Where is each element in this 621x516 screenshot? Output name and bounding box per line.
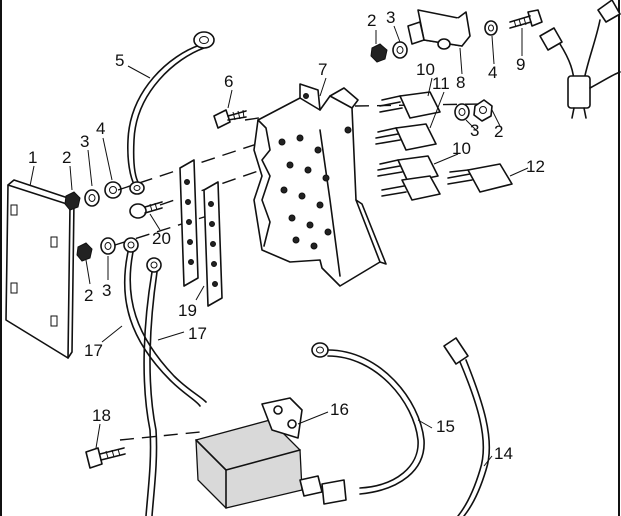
callout-3: 3 — [386, 8, 395, 27]
diode-block-11 — [375, 123, 437, 151]
callout-4: 4 — [96, 119, 105, 138]
regulator-16 — [195, 397, 323, 509]
wire-harness — [539, 0, 621, 119]
callout-3: 3 — [102, 281, 111, 300]
left-hardware-lower — [76, 237, 116, 262]
callout-14: 14 — [494, 444, 513, 463]
callout-2: 2 — [367, 11, 376, 30]
mounting-bracket-7 — [253, 83, 387, 287]
callout-12: 12 — [526, 157, 545, 176]
callout-16: 16 — [330, 400, 349, 419]
relay-8 — [407, 9, 471, 50]
callout-6: 6 — [224, 72, 233, 91]
diode-block-10-upper — [379, 91, 441, 119]
cable-5 — [127, 31, 215, 195]
assembly-line-1 — [117, 132, 291, 191]
right-hardware — [454, 99, 493, 122]
screw-6 — [213, 109, 247, 129]
diode-block-12 — [447, 163, 513, 193]
callout-labels: 1 2 3 4 5 6 7 2 3 8 4 9 10 11 3 2 10 12 … — [28, 8, 545, 463]
callout-17: 17 — [84, 341, 103, 360]
leader-lines — [29, 25, 529, 467]
top-hardware — [370, 20, 498, 63]
callout-17: 17 — [188, 324, 207, 343]
callout-9: 9 — [516, 55, 525, 74]
cable-14 — [443, 337, 491, 516]
callout-2: 2 — [494, 122, 503, 141]
terminal-strip-19 — [179, 159, 223, 307]
screw-20 — [129, 201, 163, 219]
callout-19: 19 — [178, 301, 197, 320]
callout-7: 7 — [318, 60, 327, 79]
callout-18: 18 — [92, 406, 111, 425]
callout-5: 5 — [115, 51, 124, 70]
cable-15 — [311, 342, 425, 505]
callout-10: 10 — [452, 139, 471, 158]
left-hardware-upper — [64, 181, 122, 211]
callout-1: 1 — [28, 148, 37, 167]
callout-11: 11 — [432, 74, 450, 93]
callout-15: 15 — [436, 417, 455, 436]
cable-17-left — [123, 237, 207, 407]
cover-plate — [5, 179, 75, 359]
assembly-line-5 — [114, 211, 221, 246]
screw-18 — [85, 447, 126, 469]
callout-4: 4 — [488, 63, 497, 82]
callout-3: 3 — [80, 132, 89, 151]
assembly-line-6 — [119, 431, 201, 441]
callout-2: 2 — [62, 148, 71, 167]
callout-2: 2 — [84, 286, 93, 305]
callout-20: 20 — [152, 229, 171, 248]
diode-block-extra — [381, 175, 441, 201]
callout-3: 3 — [470, 121, 479, 140]
cable-17-right — [143, 257, 162, 516]
callout-8: 8 — [456, 73, 465, 92]
callout-10: 10 — [416, 60, 435, 79]
bolt-9 — [509, 9, 543, 29]
